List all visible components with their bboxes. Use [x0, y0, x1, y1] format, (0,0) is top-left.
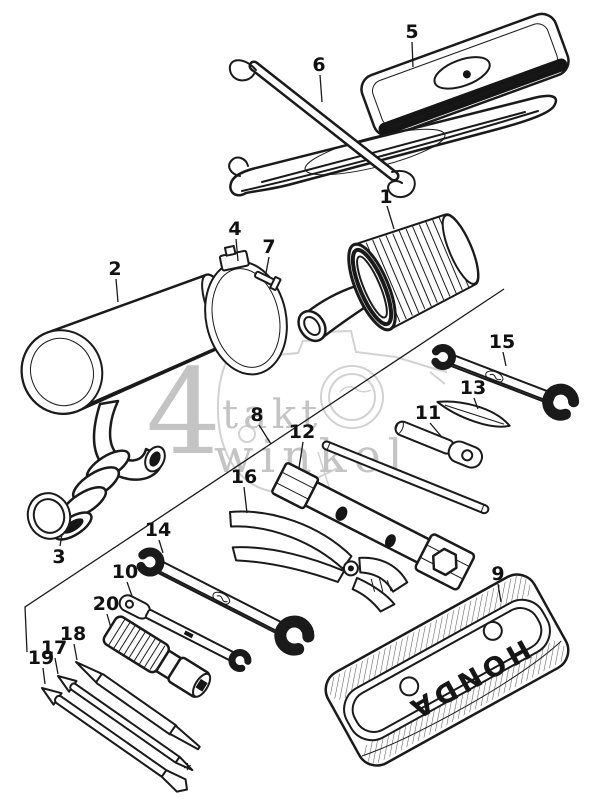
- part-7-screw: [254, 270, 282, 291]
- callout-number-11: 11: [415, 402, 441, 424]
- part-13-blade: [436, 400, 511, 428]
- toolkit-group-line: [24, 288, 505, 653]
- callout-leader: [497, 583, 502, 603]
- cover-slot: [433, 56, 491, 90]
- part-12-box-spanner: [271, 462, 476, 591]
- callout-number-1: 1: [379, 186, 392, 208]
- callout-leader: [473, 397, 479, 410]
- part-5-cover: [360, 12, 570, 138]
- callout-number-7: 7: [262, 236, 275, 258]
- callout-number-8: 8: [250, 404, 263, 426]
- part-11-handle: [394, 420, 484, 469]
- intake-coupler: [53, 449, 131, 541]
- part-8-tommy-bar: [321, 440, 490, 515]
- part-14-wrench: [136, 547, 315, 656]
- honda-wing-stamp-icon: [485, 370, 504, 383]
- callout-leader: [73, 643, 78, 661]
- tray-hook-left-icon: [228, 156, 249, 177]
- callout-number-3: 3: [52, 546, 65, 568]
- callout-number-19: 19: [28, 647, 54, 669]
- callout-number-5: 5: [405, 21, 418, 43]
- callout-leader: [59, 533, 63, 547]
- part-10-wrench-small: [118, 594, 252, 672]
- part-6-band: [228, 59, 416, 198]
- callout-number-14: 14: [145, 519, 171, 541]
- callout-number-10: 10: [112, 561, 138, 583]
- part-16-pliers: [229, 510, 409, 613]
- callout-leader: [298, 441, 304, 469]
- callout-number-4: 4: [228, 218, 241, 240]
- watermark-text-line1: takt: [222, 392, 322, 438]
- callout-number-18: 18: [60, 623, 86, 645]
- band-hook-top-icon: [228, 59, 257, 82]
- callout-number-15: 15: [489, 331, 515, 353]
- callout-leader: [429, 422, 442, 437]
- callout-leader: [106, 613, 112, 629]
- callout-number-20: 20: [93, 593, 119, 615]
- honda-wing-stamp-icon: [212, 591, 231, 605]
- callout-leader: [115, 278, 119, 303]
- callout-number-9: 9: [491, 563, 504, 585]
- bag-snap-icon: [482, 620, 503, 641]
- callout-leader: [126, 581, 133, 597]
- callout-leader: [243, 486, 248, 514]
- callout-leader: [319, 74, 323, 103]
- part-15-wrench-large: [431, 344, 580, 421]
- part-17-screwdriver-phillips: [57, 675, 194, 772]
- callout-leader: [42, 667, 46, 685]
- callout-number-13: 13: [460, 377, 486, 399]
- callout-leader: [158, 539, 164, 554]
- callout-numbers: 1 2 3 4 5 6 7 8 9 10 11 12 13 14 15 16 1…: [28, 21, 515, 669]
- callout-leader: [235, 238, 239, 262]
- bag-snap-icon: [399, 676, 420, 697]
- part-19-screwdriver-flat: [41, 687, 188, 793]
- callout-leader: [386, 205, 395, 230]
- part-4-clamp-band: [204, 244, 288, 376]
- callout-number-6: 6: [312, 54, 325, 76]
- callout-leader: [411, 41, 414, 68]
- part-20-spark-plug-socket: [102, 615, 212, 698]
- part-18-bit-driver: [75, 661, 201, 751]
- callout-leaders: [42, 41, 507, 685]
- band-hook-bottom-icon: [387, 170, 416, 198]
- callout-leader: [265, 256, 270, 274]
- callout-leader: [54, 657, 59, 675]
- part-1-air-filter: [297, 213, 480, 343]
- part-9-tool-bag: HONDA: [324, 573, 570, 767]
- callout-number-16: 16: [231, 466, 257, 488]
- callout-number-2: 2: [108, 258, 121, 280]
- callout-leader: [258, 424, 272, 445]
- callout-number-12: 12: [289, 421, 315, 443]
- part-3-o-ring: [26, 492, 72, 540]
- callout-number-17: 17: [41, 637, 67, 659]
- callout-leader: [502, 351, 507, 367]
- tool-tray: [228, 94, 558, 197]
